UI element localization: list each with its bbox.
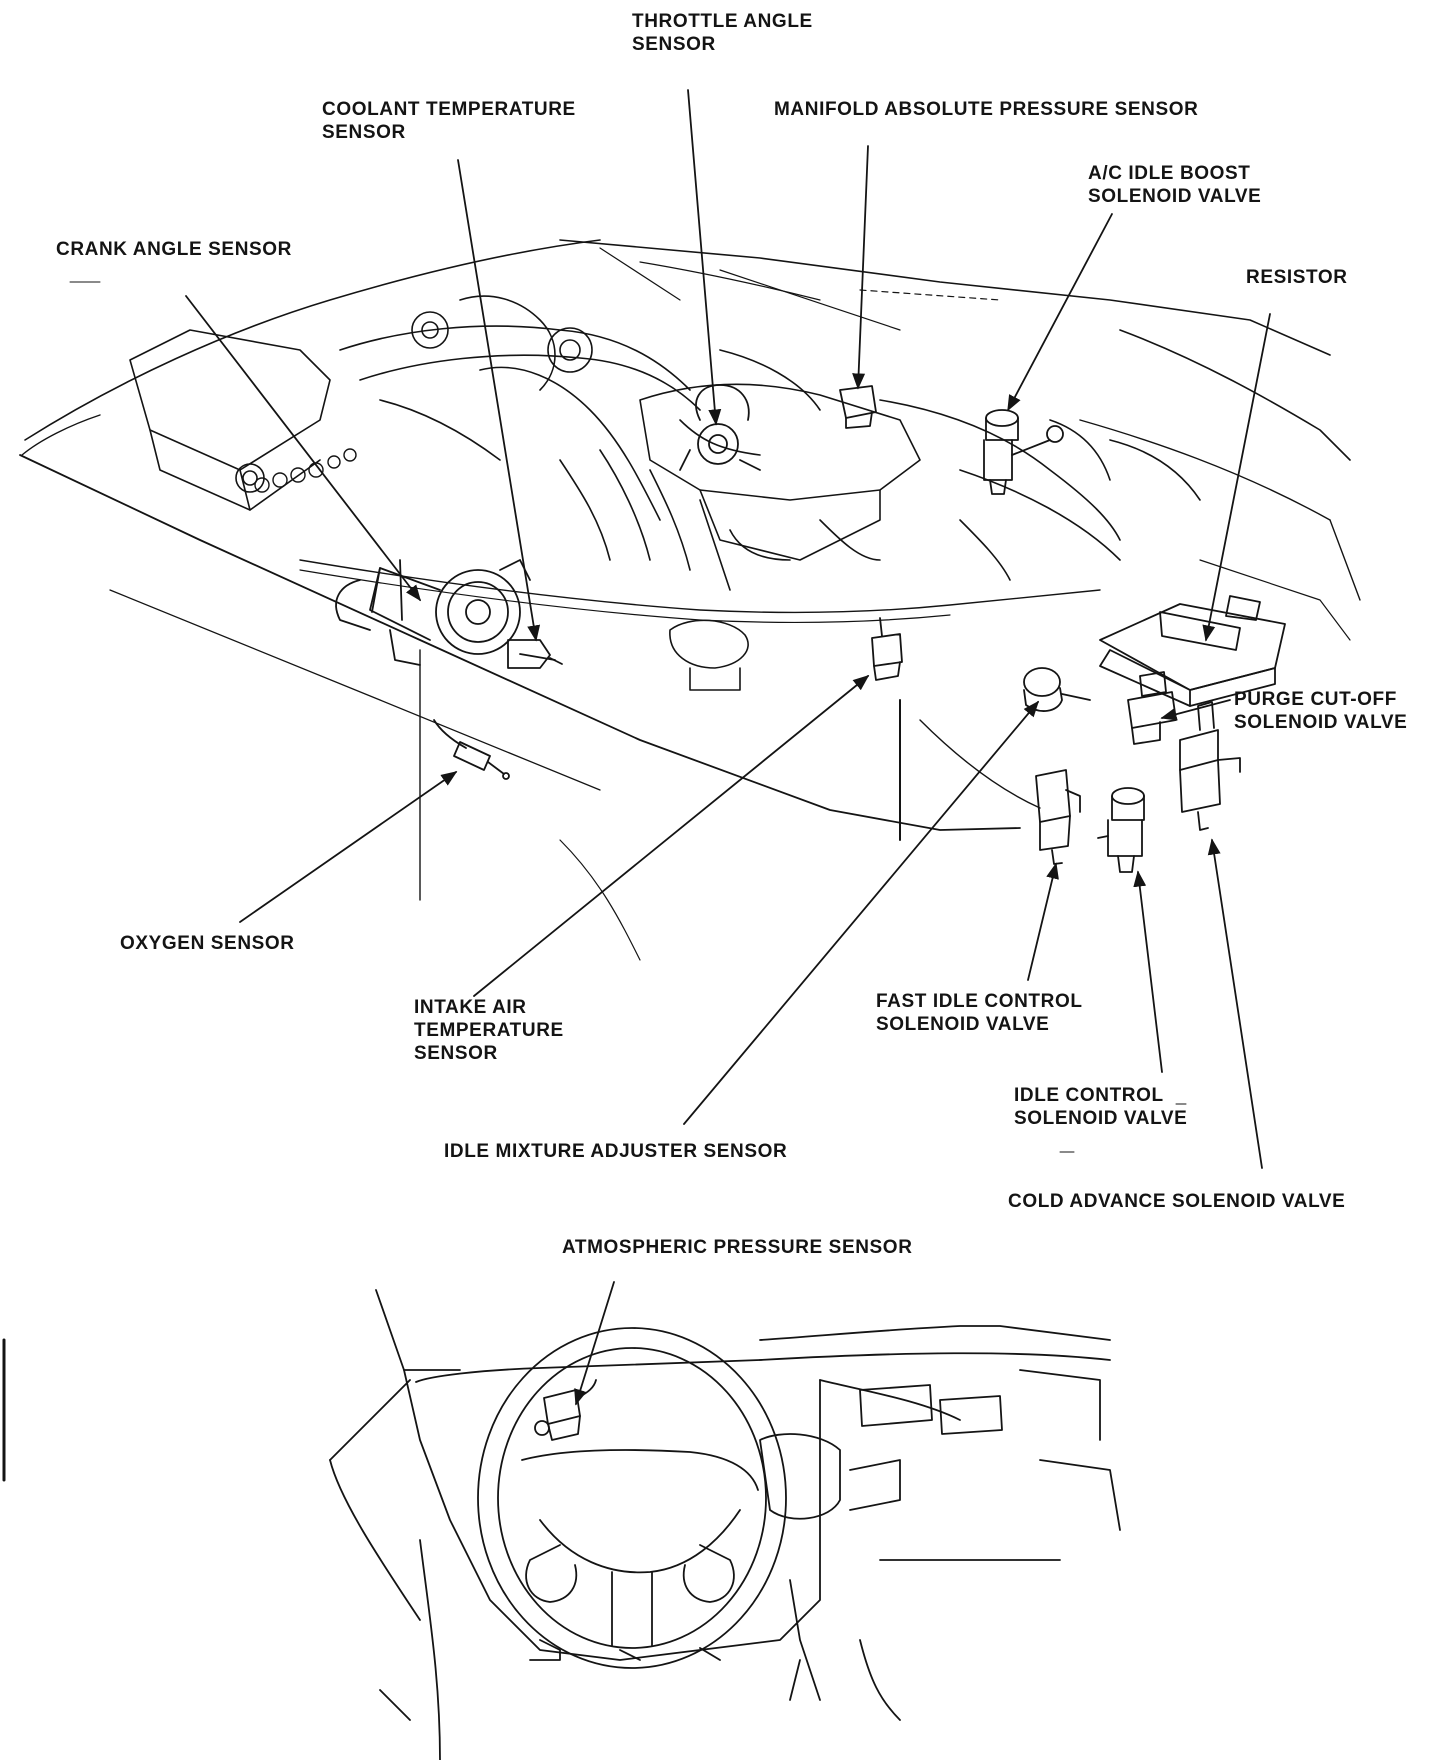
label-line: SENSOR [414, 1043, 498, 1064]
leader-fast-idle-control [1027, 862, 1059, 981]
label-coolant-temperature-sensor: COOLANT TEMPERATURE SENSOR [322, 98, 576, 144]
label-line: SOLENOID VALVE [1088, 186, 1262, 207]
leader-purge-cut-off [1160, 699, 1231, 721]
label-line: RESISTOR [1246, 267, 1348, 288]
coolant-temperature-sensor-part [507, 639, 563, 669]
engine-block [129, 295, 1201, 691]
leader-intake-air-temperature [473, 674, 870, 997]
leader-resistor [1202, 313, 1271, 642]
leader-throttle-angle-sensor [687, 89, 722, 426]
label-line: OXYGEN SENSOR [120, 933, 295, 954]
label-line: COLD ADVANCE SOLENOID VALVE [1008, 1191, 1346, 1212]
label-line: IDLE MIXTURE ADJUSTER SENSOR [444, 1141, 788, 1162]
label-line: SOLENOID VALVE [1234, 712, 1408, 733]
label-line: A/C IDLE BOOST [1088, 163, 1251, 184]
label-throttle-angle-sensor: THROTTLE ANGLE SENSOR [632, 10, 813, 56]
label-manifold-absolute-pressure-sensor: MANIFOLD ABSOLUTE PRESSURE SENSOR [774, 98, 1198, 121]
label-cold-advance-solenoid-valve: COLD ADVANCE SOLENOID VALVE [1008, 1190, 1345, 1213]
label-crank-angle-sensor: CRANK ANGLE SENSOR [56, 238, 292, 261]
label-idle-mixture-adjuster-sensor: IDLE MIXTURE ADJUSTER SENSOR [444, 1140, 787, 1163]
label-line: ATMOSPHERIC PRESSURE SENSOR [562, 1237, 913, 1258]
resistor-part [1099, 595, 1286, 707]
label-line: IDLE CONTROL [1014, 1085, 1164, 1106]
leader-crank-angle-sensor [185, 295, 421, 602]
scan-marks [2, 281, 1187, 1482]
label-line: CRANK ANGLE SENSOR [56, 239, 292, 260]
label-oxygen-sensor: OXYGEN SENSOR [120, 932, 295, 955]
vacuum-canister [1023, 667, 1091, 712]
leader-map-sensor [852, 145, 869, 390]
label-line: INTAKE AIR [414, 997, 527, 1018]
label-line: PURGE CUT-OFF [1234, 689, 1397, 710]
ac-idle-boost-solenoid-part [983, 409, 1064, 495]
label-intake-air-temperature-sensor: INTAKE AIR TEMPERATURE SENSOR [414, 996, 564, 1065]
idle-control-solenoid-part [1097, 787, 1145, 873]
label-line: SOLENOID VALVE [876, 1014, 1050, 1035]
engine-bay-body [19, 239, 1361, 961]
dashboard-inset [329, 1289, 1121, 1760]
leader-coolant-temperature-sensor [457, 159, 541, 642]
label-line: TEMPERATURE [414, 1020, 564, 1041]
label-line: SENSOR [322, 122, 406, 143]
leader-cold-advance [1207, 838, 1263, 1169]
label-line: MANIFOLD ABSOLUTE PRESSURE SENSOR [774, 99, 1199, 120]
leader-atmospheric-pressure-sensor [574, 1281, 615, 1406]
leader-idle-control [1133, 870, 1163, 1073]
purge-cut-off-solenoid-part [1127, 671, 1177, 745]
label-idle-control-solenoid-valve: IDLE CONTROL SOLENOID VALVE [1014, 1084, 1187, 1130]
label-resistor: RESISTOR [1246, 266, 1348, 289]
label-line: THROTTLE ANGLE [632, 11, 813, 32]
leader-idle-mixture-adjuster [683, 700, 1040, 1125]
cold-advance-solenoid-part [1179, 701, 1241, 831]
fast-idle-control-solenoid-part [1035, 769, 1081, 865]
label-line: SOLENOID VALVE [1014, 1108, 1188, 1129]
distributor [335, 559, 531, 666]
idle-mixture-adjuster-sensor-part [871, 617, 903, 681]
label-purge-cut-off-solenoid-valve: PURGE CUT-OFF SOLENOID VALVE [1234, 688, 1407, 734]
leader-oxygen-sensor [239, 771, 458, 923]
leader-ac-idle-boost [1007, 213, 1113, 412]
label-line: COOLANT TEMPERATURE [322, 99, 576, 120]
leader-lines [185, 89, 1271, 1406]
label-line: SENSOR [632, 34, 716, 55]
oxygen-sensor-part [433, 719, 510, 780]
label-ac-idle-boost-solenoid-valve: A/C IDLE BOOST SOLENOID VALVE [1088, 162, 1261, 208]
label-line: FAST IDLE CONTROL [876, 991, 1083, 1012]
throttle-angle-sensor-part [679, 384, 761, 471]
label-fast-idle-control-solenoid-valve: FAST IDLE CONTROL SOLENOID VALVE [876, 990, 1083, 1036]
label-atmospheric-pressure-sensor: ATMOSPHERIC PRESSURE SENSOR [562, 1236, 913, 1259]
